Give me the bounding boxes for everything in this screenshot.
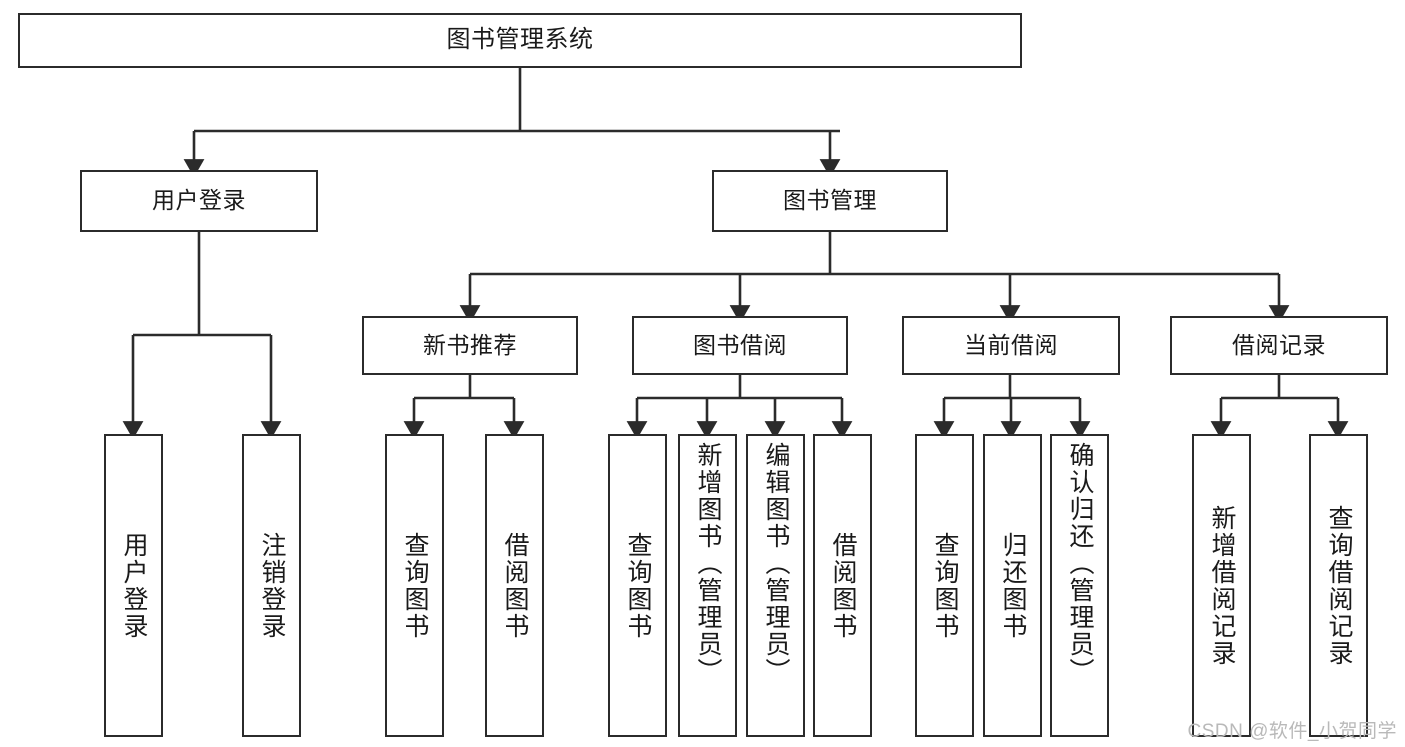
node-leaf-add-book[interactable]: 新增图书（管理员） [678, 434, 737, 737]
node-leaf-return-book[interactable]: 归还图书 [983, 434, 1042, 737]
node-leaf-user-login-label: 用户登录 [120, 531, 148, 640]
node-leaf-query-book-1[interactable]: 查询图书 [385, 434, 444, 737]
node-new-book-recommend-label: 新书推荐 [423, 331, 517, 358]
node-leaf-query-book-3[interactable]: 查询图书 [915, 434, 974, 737]
node-leaf-query-record-label: 查询借阅记录 [1325, 504, 1353, 667]
node-leaf-borrow-book-1-label: 借阅图书 [501, 531, 529, 640]
node-user-login-label: 用户登录 [152, 187, 246, 214]
node-leaf-query-record[interactable]: 查询借阅记录 [1309, 434, 1368, 737]
node-leaf-borrow-book-1[interactable]: 借阅图书 [485, 434, 544, 737]
node-leaf-add-book-label: 新增图书（管理员） [694, 442, 722, 685]
node-leaf-logout-login[interactable]: 注销登录 [242, 434, 301, 737]
node-leaf-query-book-3-label: 查询图书 [931, 531, 959, 640]
node-book-management-label: 图书管理 [783, 187, 877, 214]
node-leaf-borrow-book-2[interactable]: 借阅图书 [813, 434, 872, 737]
watermark-text: CSDN @软件_小贺同学 [1187, 721, 1397, 742]
node-leaf-confirm-return[interactable]: 确认归还（管理员） [1050, 434, 1109, 737]
node-book-borrow-label: 图书借阅 [693, 331, 787, 358]
node-book-management[interactable]: 图书管理 [712, 170, 948, 232]
node-leaf-add-record-label: 新增借阅记录 [1208, 504, 1236, 667]
node-user-login[interactable]: 用户登录 [80, 170, 318, 232]
node-book-borrow[interactable]: 图书借阅 [632, 316, 848, 375]
node-leaf-user-login[interactable]: 用户登录 [104, 434, 163, 737]
node-current-borrow-label: 当前借阅 [964, 331, 1058, 358]
node-leaf-return-book-label: 归还图书 [999, 531, 1027, 640]
node-leaf-logout-login-label: 注销登录 [258, 531, 286, 640]
node-root-system[interactable]: 图书管理系统 [18, 13, 1022, 68]
node-leaf-add-record[interactable]: 新增借阅记录 [1192, 434, 1251, 737]
node-leaf-confirm-return-label: 确认归还（管理员） [1066, 442, 1094, 685]
node-current-borrow[interactable]: 当前借阅 [902, 316, 1120, 375]
node-leaf-query-book-2[interactable]: 查询图书 [608, 434, 667, 737]
node-leaf-query-book-2-label: 查询图书 [624, 531, 652, 640]
node-new-book-recommend[interactable]: 新书推荐 [362, 316, 578, 375]
node-leaf-edit-book-label: 编辑图书（管理员） [762, 442, 790, 685]
node-leaf-borrow-book-2-label: 借阅图书 [829, 531, 857, 640]
node-leaf-edit-book[interactable]: 编辑图书（管理员） [746, 434, 805, 737]
node-leaf-query-book-1-label: 查询图书 [401, 531, 429, 640]
node-borrow-record-label: 借阅记录 [1232, 331, 1326, 358]
node-borrow-record[interactable]: 借阅记录 [1170, 316, 1388, 375]
node-root-label: 图书管理系统 [446, 26, 594, 54]
